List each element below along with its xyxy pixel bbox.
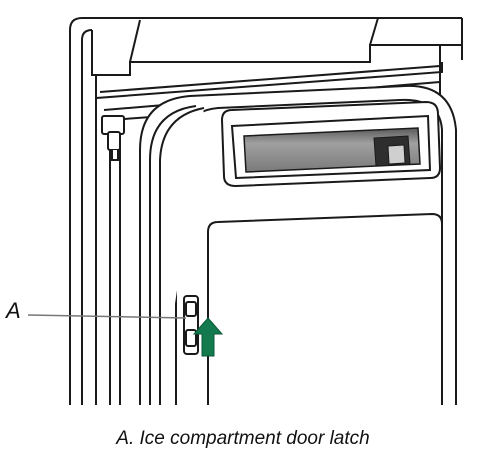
ice-bin-window: [220, 100, 442, 188]
hinge-bracket: [101, 115, 125, 161]
refrigerator-illustration: [27, 17, 463, 405]
door-latch: [183, 295, 199, 355]
cabinet-liner: [69, 17, 463, 405]
figure-caption: A. Ice compartment door latch: [116, 428, 370, 449]
up-arrow-icon: [192, 317, 224, 357]
callout-label-a: A: [6, 298, 21, 323]
callout-leader-line: [27, 314, 187, 319]
